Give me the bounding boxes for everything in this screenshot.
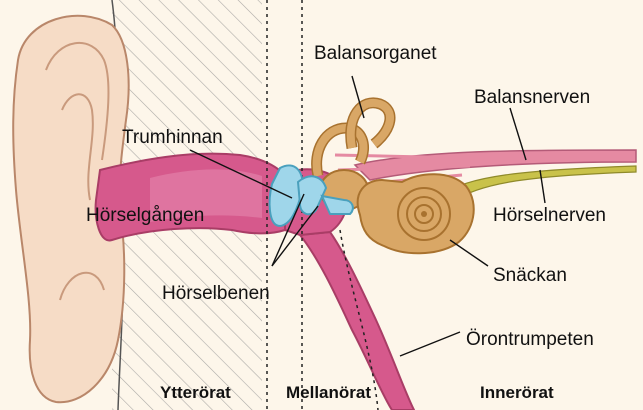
label-horselgangen: Hörselgången: [86, 206, 204, 225]
label-balansnerven: Balansnerven: [474, 88, 590, 107]
vestibular-nerve: [355, 150, 636, 180]
label-snackan: Snäckan: [493, 266, 567, 285]
label-orontrumpeten: Örontrumpeten: [466, 330, 594, 349]
cochlea: [358, 174, 474, 253]
section-outer-ear: Ytteröra​t: [160, 384, 231, 401]
label-trumhinnan: Trumhinnan: [122, 128, 223, 147]
section-inner-ear: Innerörat: [480, 384, 554, 401]
label-balansorganet: Balansorganet: [314, 44, 437, 63]
section-middle-ear: Mellanörat: [286, 384, 371, 401]
label-horselnerven: Hörselnerven: [493, 206, 606, 225]
label-horselbenen: Hörselbenen: [162, 284, 270, 303]
